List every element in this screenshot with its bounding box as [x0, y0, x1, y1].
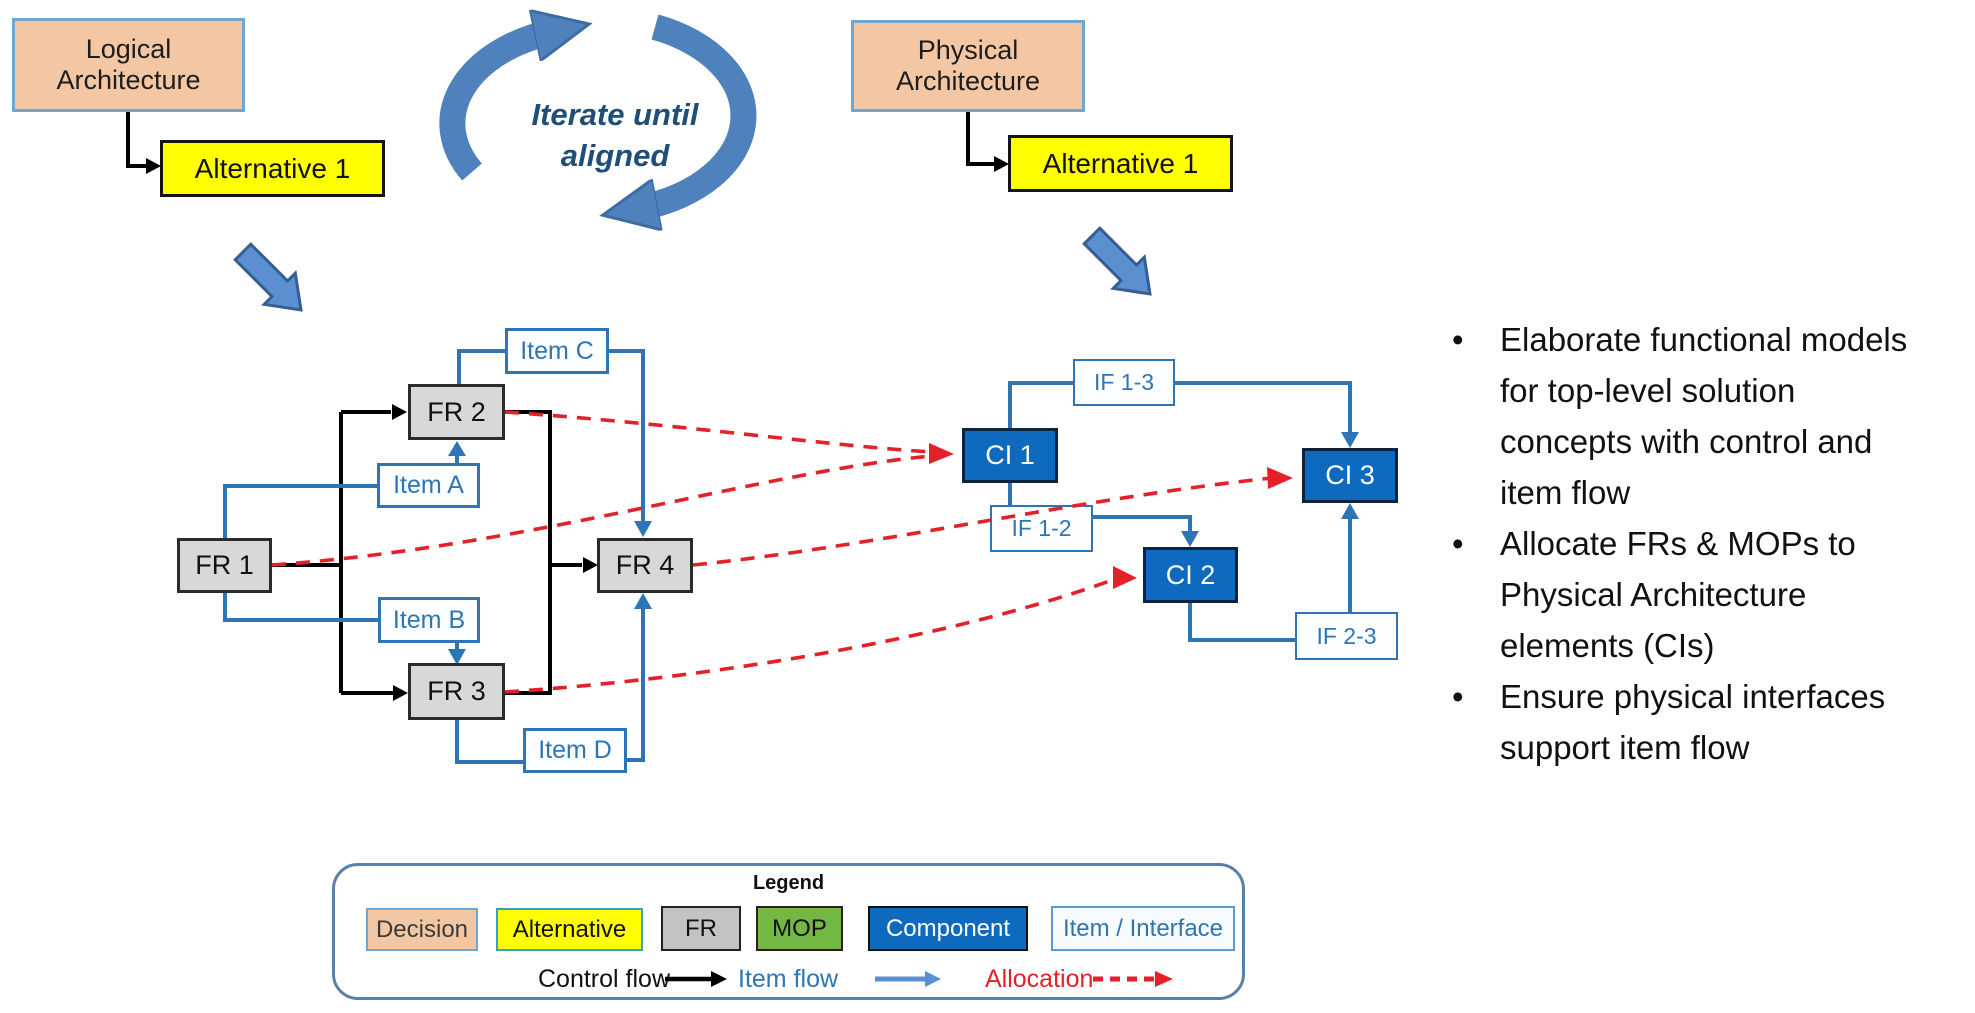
physical-alternative-label: Alternative 1 — [1042, 147, 1199, 179]
fr3-box: FR 3 — [408, 663, 505, 720]
if12-box: IF 1-2 — [990, 505, 1093, 552]
logical-alternative-label: Alternative 1 — [194, 152, 351, 184]
control-flow-connectors — [126, 112, 994, 695]
ci1-box: CI 1 — [962, 428, 1058, 483]
item-d-box: Item D — [523, 728, 627, 773]
list-item: • Ensure physical interfaces support ite… — [1448, 671, 1975, 773]
legend-title: Legend — [752, 872, 825, 894]
legend-allocation-label: Allocation — [985, 965, 1094, 993]
logical-architecture-box: Logical Architecture — [12, 18, 245, 112]
legend-swatch-fr: FR — [661, 906, 741, 951]
logical-architecture-label: Logical Architecture — [56, 34, 201, 95]
legend-swatch-component: Component — [868, 906, 1028, 951]
ci2-box: CI 2 — [1143, 547, 1238, 603]
item-a-box: Item A — [377, 463, 480, 508]
fr1-box: FR 1 — [177, 538, 272, 593]
list-item: • Allocate FRs & MOPs to Physical Archit… — [1448, 518, 1975, 671]
alloc-fr3-ci2 — [504, 576, 1119, 694]
legend-panel: Legend Decision Alternative FR MOP Compo… — [332, 863, 1245, 1000]
if23-box: IF 2-3 — [1295, 612, 1398, 660]
fr2-box: FR 2 — [408, 384, 505, 440]
logical-alternative-box: Alternative 1 — [160, 140, 385, 197]
iterate-until-aligned-label: Iterate until aligned — [531, 97, 699, 173]
bullet-icon: • — [1452, 678, 1464, 715]
item-c-box: Item C — [505, 328, 609, 374]
alloc-fr2-ci1 — [504, 410, 933, 454]
control-flow-arrowheads — [146, 156, 1009, 701]
item-flow-arrow-icon — [875, 971, 941, 987]
legend-item-flow-label: Item flow — [738, 965, 839, 993]
allocation-arrow-icon — [1093, 971, 1173, 987]
notes-list: • Elaborate functional models for top-le… — [1448, 314, 1975, 773]
physical-architecture-label: Physical Architecture — [895, 35, 1041, 96]
physical-architecture-box: Physical Architecture — [851, 20, 1085, 112]
legend-control-flow-label: Control flow — [538, 965, 670, 993]
control-flow-arrow-icon — [665, 971, 727, 987]
bullet-icon: • — [1452, 321, 1464, 358]
down-arrow-right-icon — [1082, 226, 1152, 296]
legend-swatch-decision: Decision — [366, 908, 478, 951]
legend-swatch-mop: MOP — [756, 906, 843, 951]
legend-swatch-item-interface: Item / Interface — [1051, 906, 1235, 951]
if13-box: IF 1-3 — [1073, 359, 1175, 406]
item-b-box: Item B — [378, 597, 480, 643]
fr4-box: FR 4 — [597, 538, 693, 593]
bullet-icon: • — [1452, 525, 1464, 562]
down-arrow-left-icon — [233, 242, 303, 312]
list-item: • Elaborate functional models for top-le… — [1448, 314, 1975, 518]
ci3-box: CI 3 — [1302, 448, 1398, 503]
legend-swatch-alternative: Alternative — [496, 908, 643, 951]
physical-alternative-box: Alternative 1 — [1008, 135, 1233, 192]
